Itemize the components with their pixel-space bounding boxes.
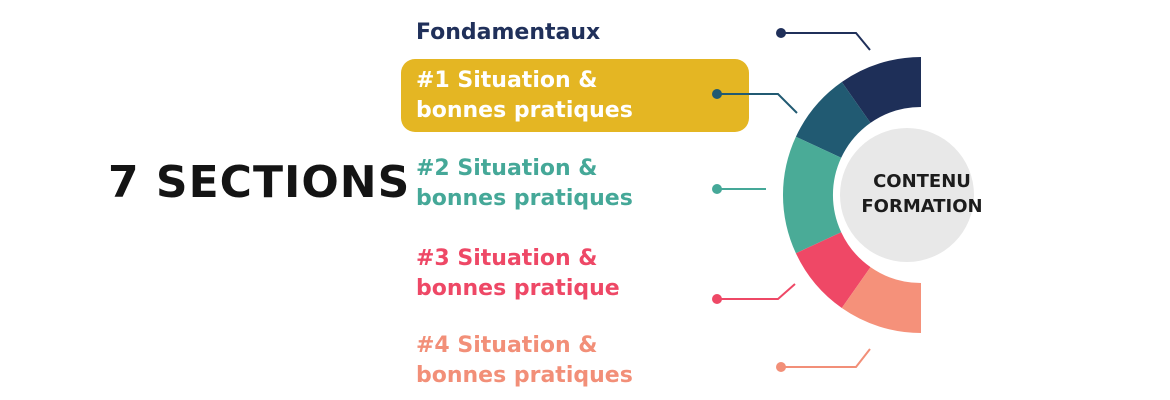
connector-line-5 [781,348,871,368]
section-4-line2: bonnes pratiques [416,363,633,388]
center-label-line2: FORMATION [861,196,982,217]
section-2-line1: #2 Situation & [416,156,598,181]
section-1-line2: bonnes pratiques [416,98,633,123]
ring-segment-1 [841,57,921,123]
section-4-label: #4 Situation & bonnes pratiques [416,331,633,391]
highlight-box [401,59,749,132]
connector-line-2 [717,93,798,114]
section-3-line1: #3 Situation & [416,246,598,271]
center-label-line1: CONTENU [873,171,971,192]
ring-segment-5 [841,267,921,333]
connector-dot-1 [776,28,786,38]
section-1-label: #1 Situation & bonnes pratiques [416,66,633,126]
section-1-line1: #1 Situation & [416,68,598,93]
connector-dot-3 [712,184,722,194]
section-3-line2: bonnes pratique [416,276,620,301]
page-title: 7 SECTIONS [108,157,411,208]
ring-segment-3 [782,136,842,254]
center-circle [840,128,974,262]
ring-segment-2 [795,82,871,158]
section-3-label: #3 Situation & bonnes pratique [416,244,620,304]
section-2-label: #2 Situation & bonnes pratiques [416,154,633,214]
connector-dot-4 [712,294,722,304]
connector-dot-2 [712,89,722,99]
connector-line-1 [781,32,871,51]
ring-segment-4 [795,232,871,308]
connector-dot-5 [776,362,786,372]
section-4-line1: #4 Situation & [416,333,598,358]
section-2-line2: bonnes pratiques [416,186,633,211]
heading-label: Fondamentaux [416,20,601,45]
connector-line-4 [717,283,796,300]
